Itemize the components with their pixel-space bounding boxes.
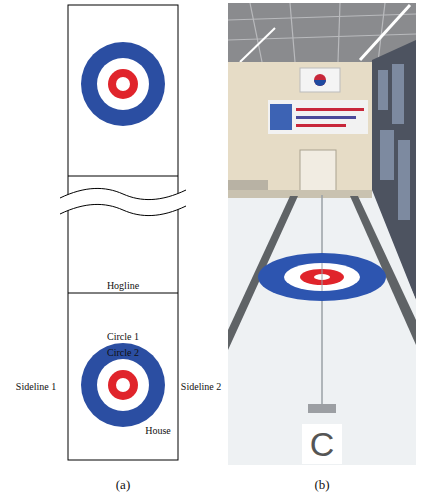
house-label: House [145, 425, 171, 436]
circle-label: Circle 1 [107, 331, 139, 342]
sideline-label: Sideline 2 [181, 381, 221, 392]
panel-caption: (b) [314, 478, 329, 492]
line-label: Hogline [107, 280, 139, 291]
sideline-label: Sideline 1 [16, 381, 56, 392]
panel-caption: (a) [116, 478, 130, 492]
circle-label: Circle 2 [107, 347, 139, 358]
house-top [81, 42, 165, 126]
sheet-sign: C [310, 426, 335, 463]
house-bottom [81, 343, 165, 427]
rink-photo [228, 3, 416, 465]
sheet-schematic [60, 5, 186, 460]
